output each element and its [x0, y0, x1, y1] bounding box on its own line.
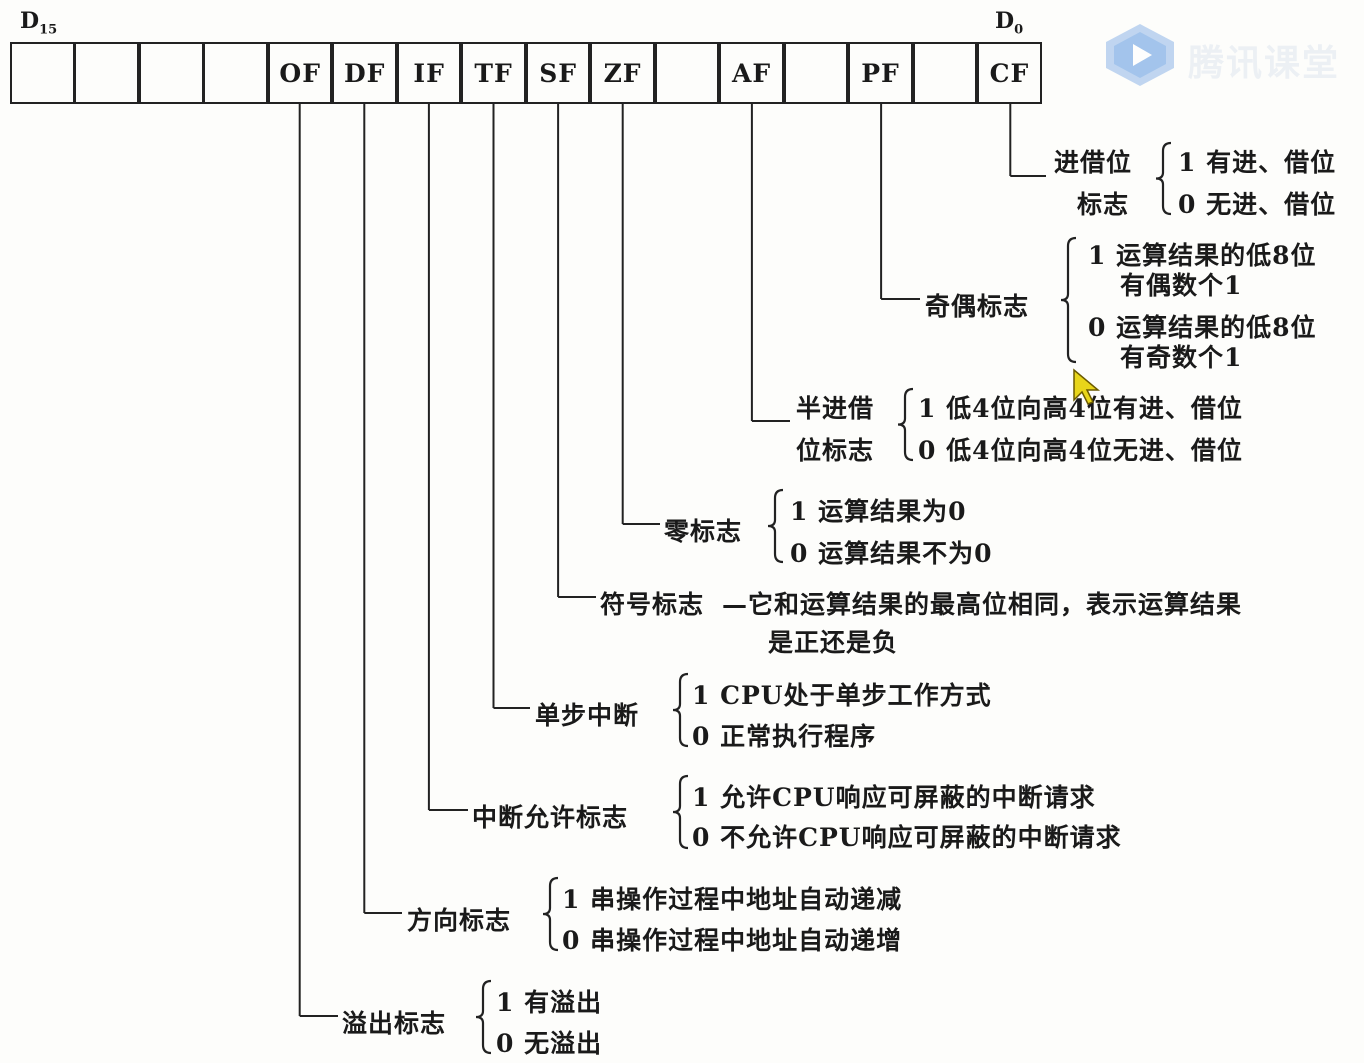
tf-option-1: 1 CPU处于单步工作方式	[692, 681, 992, 710]
af-option-1: 1 低4位向高4位有进、借位	[918, 394, 1243, 423]
cf-option-1: 1 有进、借位	[1178, 148, 1337, 177]
bit-unused-5	[654, 42, 720, 104]
cf-name-line1: 进借位	[1054, 148, 1133, 177]
tf-brace	[672, 672, 689, 748]
bit-unused-3	[783, 42, 849, 104]
of-brace	[475, 979, 492, 1055]
af-name-line2: 位标志	[796, 436, 875, 465]
if-option-0: 0 不允许CPU响应可屏蔽的中断请求	[692, 823, 1122, 852]
if-option-1: 1 允许CPU响应可屏蔽的中断请求	[692, 783, 1096, 812]
af-name-line1: 半进借	[796, 394, 875, 423]
watermark: 腾讯课堂	[1100, 20, 1364, 90]
df-option-1: 1 串操作过程中地址自动递减	[562, 885, 903, 914]
pf-option-0-cont: 有奇数个1	[1120, 343, 1243, 372]
df-brace	[542, 876, 559, 952]
pf-option-0: 0 运算结果的低8位	[1088, 313, 1317, 342]
bit-unused-12	[203, 42, 269, 104]
bit-af: AF	[719, 42, 784, 104]
af-brace	[897, 387, 914, 462]
bit-unused-14	[74, 42, 140, 104]
af-option-0: 0 低4位向高4位无进、借位	[918, 436, 1243, 465]
sf-name: 符号标志	[600, 590, 705, 619]
cf-name-line2: 标志	[1077, 190, 1130, 219]
sf-description: —它和运算结果的最高位相同，表示运算结果	[722, 590, 1243, 619]
df-option-0: 0 串操作过程中地址自动递增	[562, 926, 903, 955]
zf-option-1: 1 运算结果为0	[790, 497, 967, 526]
pf-option-1: 1 运算结果的低8位	[1088, 241, 1317, 270]
of-name: 溢出标志	[342, 1009, 447, 1038]
msb-label: D15	[20, 8, 58, 38]
cf-brace	[1155, 141, 1172, 216]
bit-unused-13	[138, 42, 204, 104]
bit-if: IF	[396, 42, 462, 104]
bit-zf: ZF	[590, 42, 655, 104]
bit-sf: SF	[525, 42, 591, 104]
if-name: 中断允许标志	[472, 803, 629, 832]
bit-cf: CF	[977, 42, 1042, 104]
pf-brace	[1060, 236, 1077, 364]
df-name: 方向标志	[407, 906, 512, 935]
sf-description-cont: 是正还是负	[768, 628, 899, 657]
bit-df: DF	[332, 42, 397, 104]
play-logo-icon	[1106, 24, 1174, 86]
bit-of: OF	[267, 42, 333, 104]
zf-name: 零标志	[664, 517, 743, 546]
bit-unused-1	[912, 42, 978, 104]
cf-option-0: 0 无进、借位	[1178, 190, 1337, 219]
tf-name: 单步中断	[535, 701, 640, 730]
zf-brace	[767, 488, 784, 564]
of-option-0: 0 无溢出	[496, 1029, 603, 1058]
bit-tf: TF	[461, 42, 526, 104]
if-brace	[672, 774, 689, 850]
zf-option-0: 0 运算结果不为0	[790, 539, 993, 568]
bit-pf: PF	[848, 42, 913, 104]
pf-option-1-cont: 有偶数个1	[1120, 271, 1243, 300]
watermark-text: 腾讯课堂	[1188, 43, 1341, 84]
of-option-1: 1 有溢出	[496, 988, 603, 1017]
bit-unused-15	[10, 42, 75, 104]
tf-option-0: 0 正常执行程序	[692, 722, 877, 751]
pf-name: 奇偶标志	[925, 292, 1030, 321]
mouse-cursor-icon	[1073, 368, 1101, 405]
lsb-label: D0	[995, 8, 1024, 38]
